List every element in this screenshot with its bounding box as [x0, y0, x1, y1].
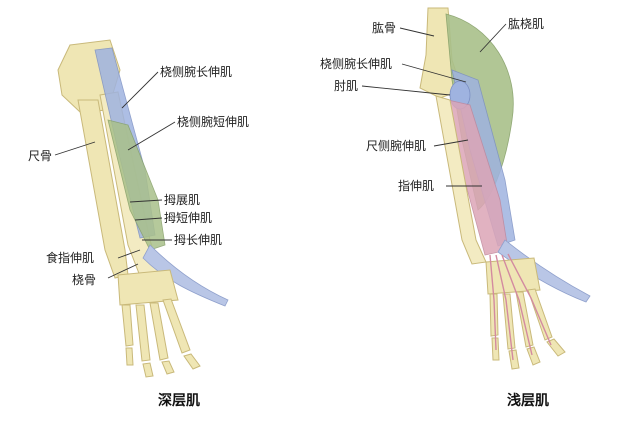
leader-deep-ei — [117, 249, 141, 259]
deep-green-muscles — [107, 119, 166, 251]
caption-deep: 深层肌 — [158, 392, 200, 409]
superficial-layer-labels: 肱骨 肱桡肌 桡侧腕长伸肌 肘肌 尺侧腕伸肌 指伸肌 浅层肌 — [320, 16, 549, 409]
label-sup-anconeus: 肘肌 — [334, 78, 358, 93]
deep-hand-bones — [117, 269, 201, 378]
label-sup-humerus: 肱骨 — [372, 20, 396, 35]
label-deep-epl: 拇长伸肌 — [174, 233, 222, 247]
label-sup-ecrl: 桡侧腕长伸肌 — [320, 56, 392, 71]
deep-layer-illustration — [57, 39, 229, 378]
leader-deep-apl — [129, 199, 163, 203]
label-deep-ulna: 尺骨 — [28, 149, 52, 163]
label-deep-ecrl: 桡侧腕长伸肌 — [160, 64, 232, 79]
label-sup-ecu: 尺侧腕伸肌 — [366, 138, 426, 153]
label-deep-epb: 拇短伸肌 — [164, 211, 212, 225]
leader-sup-brachioradialis — [479, 23, 507, 53]
caption-superficial: 浅层肌 — [507, 392, 549, 409]
leader-sup-ecu — [433, 139, 469, 147]
label-deep-radius: 桡骨 — [72, 272, 96, 287]
label-deep-ecrb: 桡侧腕短伸肌 — [177, 114, 249, 129]
label-deep-ei: 食指伸肌 — [46, 250, 94, 265]
leader-sup-anconeus — [361, 85, 451, 96]
leader-deep-epb — [134, 217, 163, 221]
leader-deep-ulna — [54, 141, 96, 156]
label-deep-apl: 拇展肌 — [164, 193, 200, 207]
superficial-layer-illustration — [419, 7, 591, 370]
deep-layer-labels: 桡侧腕长伸肌 桡侧腕短伸肌 尺骨 拇展肌 拇短伸肌 拇长伸肌 食指伸肌 桡骨 深… — [28, 64, 249, 409]
leader-sup-humerus — [399, 27, 435, 37]
leader-deep-ecrl — [121, 71, 159, 109]
leader-deep-ecrb — [127, 121, 176, 151]
label-sup-ed: 指伸肌 — [398, 178, 434, 193]
sup-finger-tendons — [489, 253, 552, 361]
label-sup-brachioradialis: 肱桡肌 — [508, 16, 544, 31]
leader-sup-ecrl — [401, 63, 467, 83]
leader-deep-radius — [107, 263, 139, 279]
